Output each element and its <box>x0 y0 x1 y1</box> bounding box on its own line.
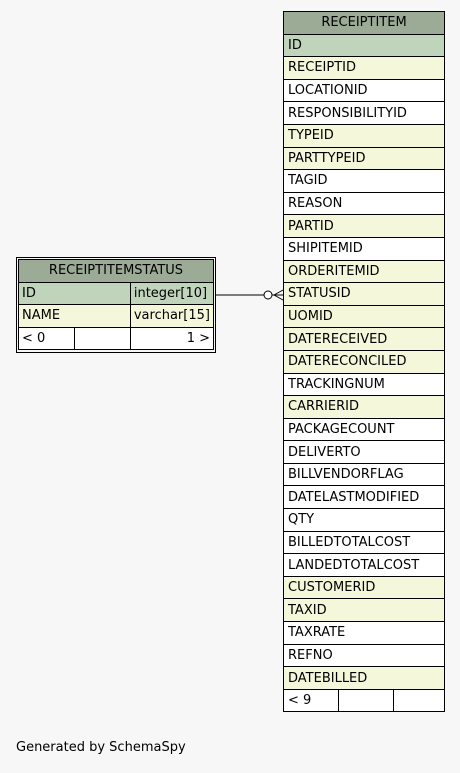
column-row[interactable]: TAXID <box>283 598 445 623</box>
column-row[interactable]: STATUSID <box>283 282 445 306</box>
column-name: CUSTOMERID <box>283 575 445 600</box>
table-footer: < 9 <box>283 688 445 713</box>
column-row[interactable]: CARRIERID <box>283 395 445 419</box>
column-name: SHIPITEMID <box>283 236 445 261</box>
column-row[interactable]: CUSTOMERID <box>283 575 445 600</box>
column-name: STATUSID <box>283 282 445 306</box>
footer-spacer <box>74 326 131 351</box>
column-name: DATERECONCILED <box>283 349 445 374</box>
zero-or-many-circle <box>263 290 273 300</box>
column-name: UOMID <box>283 304 445 329</box>
column-name: DATEBILLED <box>283 666 445 690</box>
footnote: Generated by SchemaSpy <box>16 740 186 755</box>
column-row[interactable]: BILLVENDORFLAG <box>283 462 445 487</box>
column-name: TAXRATE <box>283 621 445 645</box>
column-name: TYPEID <box>283 123 445 148</box>
column-row[interactable]: LANDEDTOTALCOST <box>283 553 445 577</box>
column-row[interactable]: PARTID <box>283 214 445 238</box>
column-row[interactable]: REFNO <box>283 643 445 668</box>
column-row[interactable]: TAGID <box>283 169 445 193</box>
crowfoot-lower <box>273 294 284 301</box>
column-name: NAME <box>18 304 131 328</box>
column-name: PARTID <box>283 214 445 238</box>
column-row[interactable]: DELIVERTO <box>283 440 445 464</box>
column-name: PACKAGECOUNT <box>283 417 445 442</box>
column-name: TAXID <box>283 598 445 623</box>
column-row[interactable]: UOMID <box>283 304 445 329</box>
table-footer: < 0 1 > <box>17 326 215 351</box>
column-name: PARTTYPEID <box>283 146 445 171</box>
column-name: ID <box>283 33 445 58</box>
column-name: REASON <box>283 191 445 216</box>
column-row[interactable]: LOCATIONID <box>283 78 445 103</box>
column-name: LANDEDTOTALCOST <box>283 553 445 577</box>
column-name: ORDERITEMID <box>283 259 445 284</box>
column-name: BILLVENDORFLAG <box>283 462 445 487</box>
column-name: LOCATIONID <box>283 78 445 103</box>
column-type: varchar[15] <box>129 304 215 328</box>
column-name: TRACKINGNUM <box>283 372 445 397</box>
column-row[interactable]: PARTTYPEID <box>283 146 445 171</box>
column-name: TAGID <box>283 169 445 193</box>
column-name: DATELASTMODIFIED <box>283 485 445 510</box>
receiptitemstatus-outer-border <box>16 257 216 353</box>
column-row[interactable]: TRACKINGNUM <box>283 372 445 397</box>
column-name: REFNO <box>283 643 445 668</box>
column-row[interactable]: DATELASTMODIFIED <box>283 485 445 510</box>
column-row[interactable]: BILLEDTOTALCOST <box>283 530 445 555</box>
column-row[interactable]: TYPEID <box>283 123 445 148</box>
column-row[interactable]: TAXRATE <box>283 621 445 645</box>
column-row[interactable]: ID <box>283 33 445 58</box>
footer-children-count: 1 > <box>129 326 215 351</box>
column-row[interactable]: SHIPITEMID <box>283 236 445 261</box>
receiptitemstatus-title[interactable]: RECEIPTITEMSTATUS <box>18 259 214 283</box>
footer-children-count <box>393 688 445 713</box>
receiptitem-title[interactable]: RECEIPTITEM <box>283 11 445 35</box>
column-name: ID <box>18 281 131 306</box>
column-row[interactable]: DATEBILLED <box>283 666 445 690</box>
column-name: RESPONSIBILITYID <box>283 101 445 125</box>
column-name: DELIVERTO <box>283 440 445 464</box>
column-row[interactable]: REASON <box>283 191 445 216</box>
column-row[interactable]: QTY <box>283 508 445 532</box>
column-name: DATERECEIVED <box>283 327 445 351</box>
footer-parents-count: < 0 <box>17 326 76 351</box>
column-name: QTY <box>283 508 445 532</box>
column-row[interactable]: PACKAGECOUNT <box>283 417 445 442</box>
column-row[interactable]: DATERECEIVED <box>283 327 445 351</box>
column-name: RECEIPTID <box>283 56 445 80</box>
column-name: CARRIERID <box>283 395 445 419</box>
column-row[interactable]: ORDERITEMID <box>283 259 445 284</box>
column-name: BILLEDTOTALCOST <box>283 530 445 555</box>
footer-spacer <box>338 688 394 713</box>
column-row[interactable]: RECEIPTID <box>283 56 445 80</box>
column-row[interactable]: RESPONSIBILITYID <box>283 101 445 125</box>
column-row[interactable]: DATERECONCILED <box>283 349 445 374</box>
footer-parents-count: < 9 <box>283 688 339 713</box>
crowfoot-upper <box>273 289 284 296</box>
column-type: integer[10] <box>129 281 215 306</box>
